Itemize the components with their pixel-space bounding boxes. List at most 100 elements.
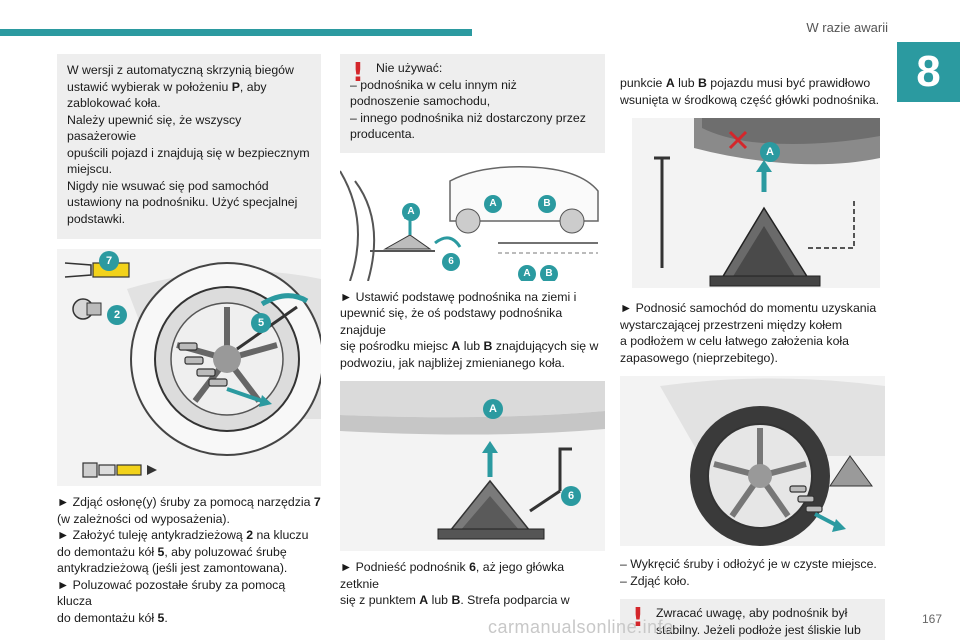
callout-2: 2 <box>107 305 127 325</box>
column-3: punkcie A lub B pojazdu musi być prawidł… <box>620 75 885 640</box>
warning-icon: ! <box>352 58 364 88</box>
bold-ref: B <box>483 339 493 353</box>
text-line: zapasowego (nieprzebitego). <box>620 350 778 365</box>
text-line: (w zależności od wyposażenia). <box>57 511 321 528</box>
text-line: do demontażu kół 5, aby poluzować śrubę <box>57 544 321 561</box>
figure-wheel-removal <box>620 376 885 546</box>
wheel-bolts-illustration <box>64 262 321 478</box>
text-line: zablokować koła. <box>67 95 311 112</box>
text-line: ► Podnieść podnośnik 6, aż jego główka z… <box>340 559 605 592</box>
text-line: wystarczającej przestrzeni między kołem <box>620 317 843 332</box>
text-segment: , aby poluzować śrubę <box>164 544 287 559</box>
bold-ref: A <box>665 76 675 90</box>
text-line: Należy upewnić się, że wszyscy pasażerow… <box>67 112 311 145</box>
intro-text-col3: punkcie A lub B pojazdu musi być prawidł… <box>620 75 885 108</box>
text-segment: antykradzieżową (jeśli jest zamontowana)… <box>57 561 288 575</box>
top-accent-bar <box>0 29 472 36</box>
jack-points-illustration <box>340 165 599 281</box>
text-line: ► Poluzować pozostałe śruby za pomocą kl… <box>57 577 321 610</box>
callout-6-jack: 6 <box>442 252 460 271</box>
text-segment: się z punktem <box>340 593 420 607</box>
text-segment: lub <box>674 76 698 90</box>
callout-A-car: A <box>484 194 502 213</box>
chapter-tab: 8 <box>897 42 960 102</box>
text-line: upewnić się, że oś podstawy podnośnika z… <box>340 305 605 338</box>
callout-A-jack: A <box>402 202 420 221</box>
text-line: się z punktem A lub B. Strefa podparcia … <box>340 592 605 609</box>
text-segment: , aż jego główka zetknie <box>340 560 565 591</box>
bold-ref: A <box>419 593 429 607</box>
text-segment: się pośrodku miejsc <box>340 339 452 353</box>
jack-head-illustration <box>654 118 880 287</box>
bold-ref: 5 <box>157 544 165 559</box>
callout-A-head: A <box>760 142 780 162</box>
figure-wheel-bolts: 7 2 5 <box>57 249 321 486</box>
text-line: punkcie A lub B pojazdu musi być prawidł… <box>620 75 885 92</box>
text-segment: ► Założyć tuleję antykradzieżową <box>57 528 247 542</box>
text-segment: Należy upewnić się, że wszyscy pasażerow… <box>67 112 242 144</box>
column-2: ! Nie używać:– podnośnika w celu innym n… <box>340 54 605 609</box>
figure-jack-points: A 6 A B A B <box>340 160 605 281</box>
instructions-col3-a: ► Podnosić samochód do momentu uzyskania… <box>620 300 885 366</box>
text-line: miejscu. <box>67 161 311 178</box>
instructions-col3-b: – Wykręcić śruby i odłożyć je w czyste m… <box>620 556 885 589</box>
text-segment: lub <box>428 593 452 607</box>
warning-line: producenta. <box>350 127 415 141</box>
note-box: W wersji z automatyczną skrzynią biegów u… <box>57 54 321 239</box>
warning-line: podnoszenie samochodu, <box>350 94 491 108</box>
bold-ref: A <box>451 339 461 353</box>
instructions-col1: ► Zdjąć osłonę(y) śruby za pomocą narzęd… <box>57 494 321 626</box>
text-segment: W wersji z automatyczną skrzynią biegów <box>67 63 294 77</box>
callout-B-car: B <box>538 194 556 213</box>
warning-box: ! Nie używać:– podnośnika w celu innym n… <box>340 54 605 153</box>
text-segment: na kluczu <box>253 528 309 542</box>
callout-6-raise: 6 <box>561 486 581 506</box>
text-segment: miejscu. <box>67 162 113 176</box>
text-segment: pojazdu musi być prawidłowo <box>706 76 871 90</box>
text-line: wsunięta w środkową część główki podnośn… <box>620 92 885 109</box>
text-segment: ► Podnieść podnośnik <box>340 560 470 574</box>
text-segment: . Strefa podparcia w <box>460 593 570 607</box>
text-segment: . <box>164 610 168 625</box>
callout-A-raise: A <box>483 399 503 419</box>
text-line: ► Ustawić podstawę podnośnika na ziemi i <box>340 289 605 306</box>
text-segment: ► Zdjąć osłonę(y) śruby za pomocą narzęd… <box>57 495 314 509</box>
text-segment: (w zależności od wyposażenia). <box>57 511 230 526</box>
text-segment: , aby <box>239 79 267 94</box>
warning-line: – innego podnośnika niż dostarczony prze… <box>350 110 586 125</box>
text-line: W wersji z automatyczną skrzynią biegów <box>67 62 311 79</box>
text-line: się pośrodku miejsc A lub B znajdujących… <box>340 338 605 355</box>
text-segment: ustawić wybierak w położeniu <box>67 79 232 94</box>
text-line: podwoziu, jak najbliżej zmienianego koła… <box>340 355 605 372</box>
warning-line: Nie używać: <box>376 61 443 75</box>
text-line: Nigdy nie wsuwać się pod samochód <box>67 178 311 195</box>
bold-ref: 2 <box>246 528 254 542</box>
callout-A-sill: A <box>518 264 536 281</box>
jack-raise-illustration <box>340 381 605 540</box>
text-segment: ► Poluzować pozostałe śruby za pomocą kl… <box>57 577 286 609</box>
text-segment: upewnić się, że oś podstawy podnośnika z… <box>340 306 563 337</box>
text-segment: podwoziu, jak najbliżej zmienianego koła… <box>340 355 565 370</box>
text-line: ► Podnosić samochód do momentu uzyskania <box>620 301 877 315</box>
bold-ref: P <box>231 79 240 94</box>
bold-ref: 6 <box>469 560 476 574</box>
text-line: antykradzieżową (jeśli jest zamontowana)… <box>57 560 321 577</box>
text-line: ► Założyć tuleję antykradzieżową 2 na kl… <box>57 527 321 544</box>
text-segment: wsunięta w środkową część główki podnośn… <box>620 92 880 107</box>
text-line: ► Zdjąć osłonę(y) śruby za pomocą narzęd… <box>57 494 321 511</box>
warning-icon-col3: ! <box>632 603 644 633</box>
text-segment: do demontażu kół <box>57 544 158 559</box>
bold-ref: 5 <box>157 610 165 625</box>
column-1: W wersji z automatyczną skrzynią biegów u… <box>57 54 321 626</box>
text-line: do demontażu kół 5. <box>57 610 321 627</box>
text-segment: punkcie <box>620 76 666 90</box>
wheel-removal-illustration <box>660 378 885 546</box>
text-line: podstawki. <box>67 211 311 228</box>
text-segment: opuścili pojazd i znajdują się w bezpiec… <box>67 145 310 160</box>
text-line: – Zdjąć koło. <box>620 573 690 588</box>
callout-B-sill: B <box>540 264 558 281</box>
text-line: ustawić wybierak w położeniu P, aby <box>67 79 311 96</box>
instructions-col2-b: ► Podnieść podnośnik 6, aż jego główka z… <box>340 559 605 609</box>
text-line: – Wykręcić śruby i odłożyć je w czyste m… <box>620 557 877 571</box>
text-segment: ► Ustawić podstawę podnośnika na ziemi i <box>340 289 577 304</box>
